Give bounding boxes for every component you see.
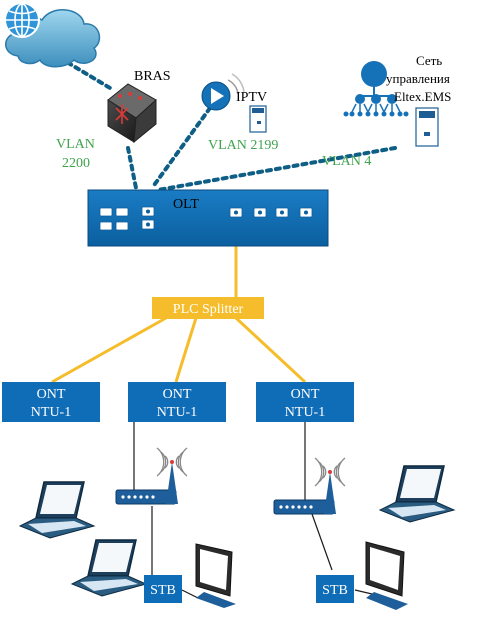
tv-monitor-icon [195,543,236,608]
fiber-connections [51,218,307,384]
ems-label-line1: Сеть [416,53,442,68]
stb-device-2: STB [316,575,354,603]
ont-1-line2: NTU-1 [31,405,71,420]
tv-monitor-icon [365,541,408,610]
ont-3-line1: ONT [291,387,320,402]
ems-label-line2: управления [386,71,450,86]
vlan-bras-line2: 2200 [62,156,90,171]
laptop-icon [19,481,95,539]
laptop-icon [379,465,455,523]
ems-label-line3: Eltex.EMS [394,89,451,104]
vlan-ems-label: VLAN 4 [322,154,371,169]
splitter-label: PLC Splitter [173,302,244,317]
stb-1-label: STB [150,583,176,598]
ont-2-line1: ONT [163,387,192,402]
wifi-router-icon [115,447,188,505]
ont-3-line2: NTU-1 [285,405,325,420]
ont-device-3: ONT NTU-1 [256,382,354,422]
olt-device [87,189,329,247]
ont-1-line1: ONT [37,387,66,402]
home-cabling [133,422,373,599]
olt-ports [99,206,313,231]
link-bras-olt [126,146,138,190]
fiber-splitter-ont-1 [51,316,167,384]
bras-label: BRAS [134,69,171,84]
iptv-label: IPTV [236,90,267,105]
vlan-bras-line1: VLAN [56,137,95,152]
fiber-splitter-ont-3 [234,316,307,384]
ont-device-2: ONT NTU-1 [128,382,226,422]
wifi-router-icon [273,457,346,515]
stb-device-1: STB [144,575,182,603]
laptop-icon [71,539,147,597]
router-icon [107,83,157,144]
vlan-iptv-label: VLAN 2199 [208,138,278,153]
link-ems-olt [156,146,397,192]
link-iptv-olt [150,106,212,190]
management-network-icon [343,61,439,147]
stb-2-label: STB [322,583,348,598]
olt-label: OLT [173,197,199,212]
splitter-box [152,297,264,319]
fiber-splitter-ont-2 [174,317,198,383]
ont-2-line2: NTU-1 [157,405,197,420]
cloud-globe-icon [4,2,101,68]
iptv-server-icon [201,73,267,133]
ont-device-1: ONT NTU-1 [2,382,100,422]
